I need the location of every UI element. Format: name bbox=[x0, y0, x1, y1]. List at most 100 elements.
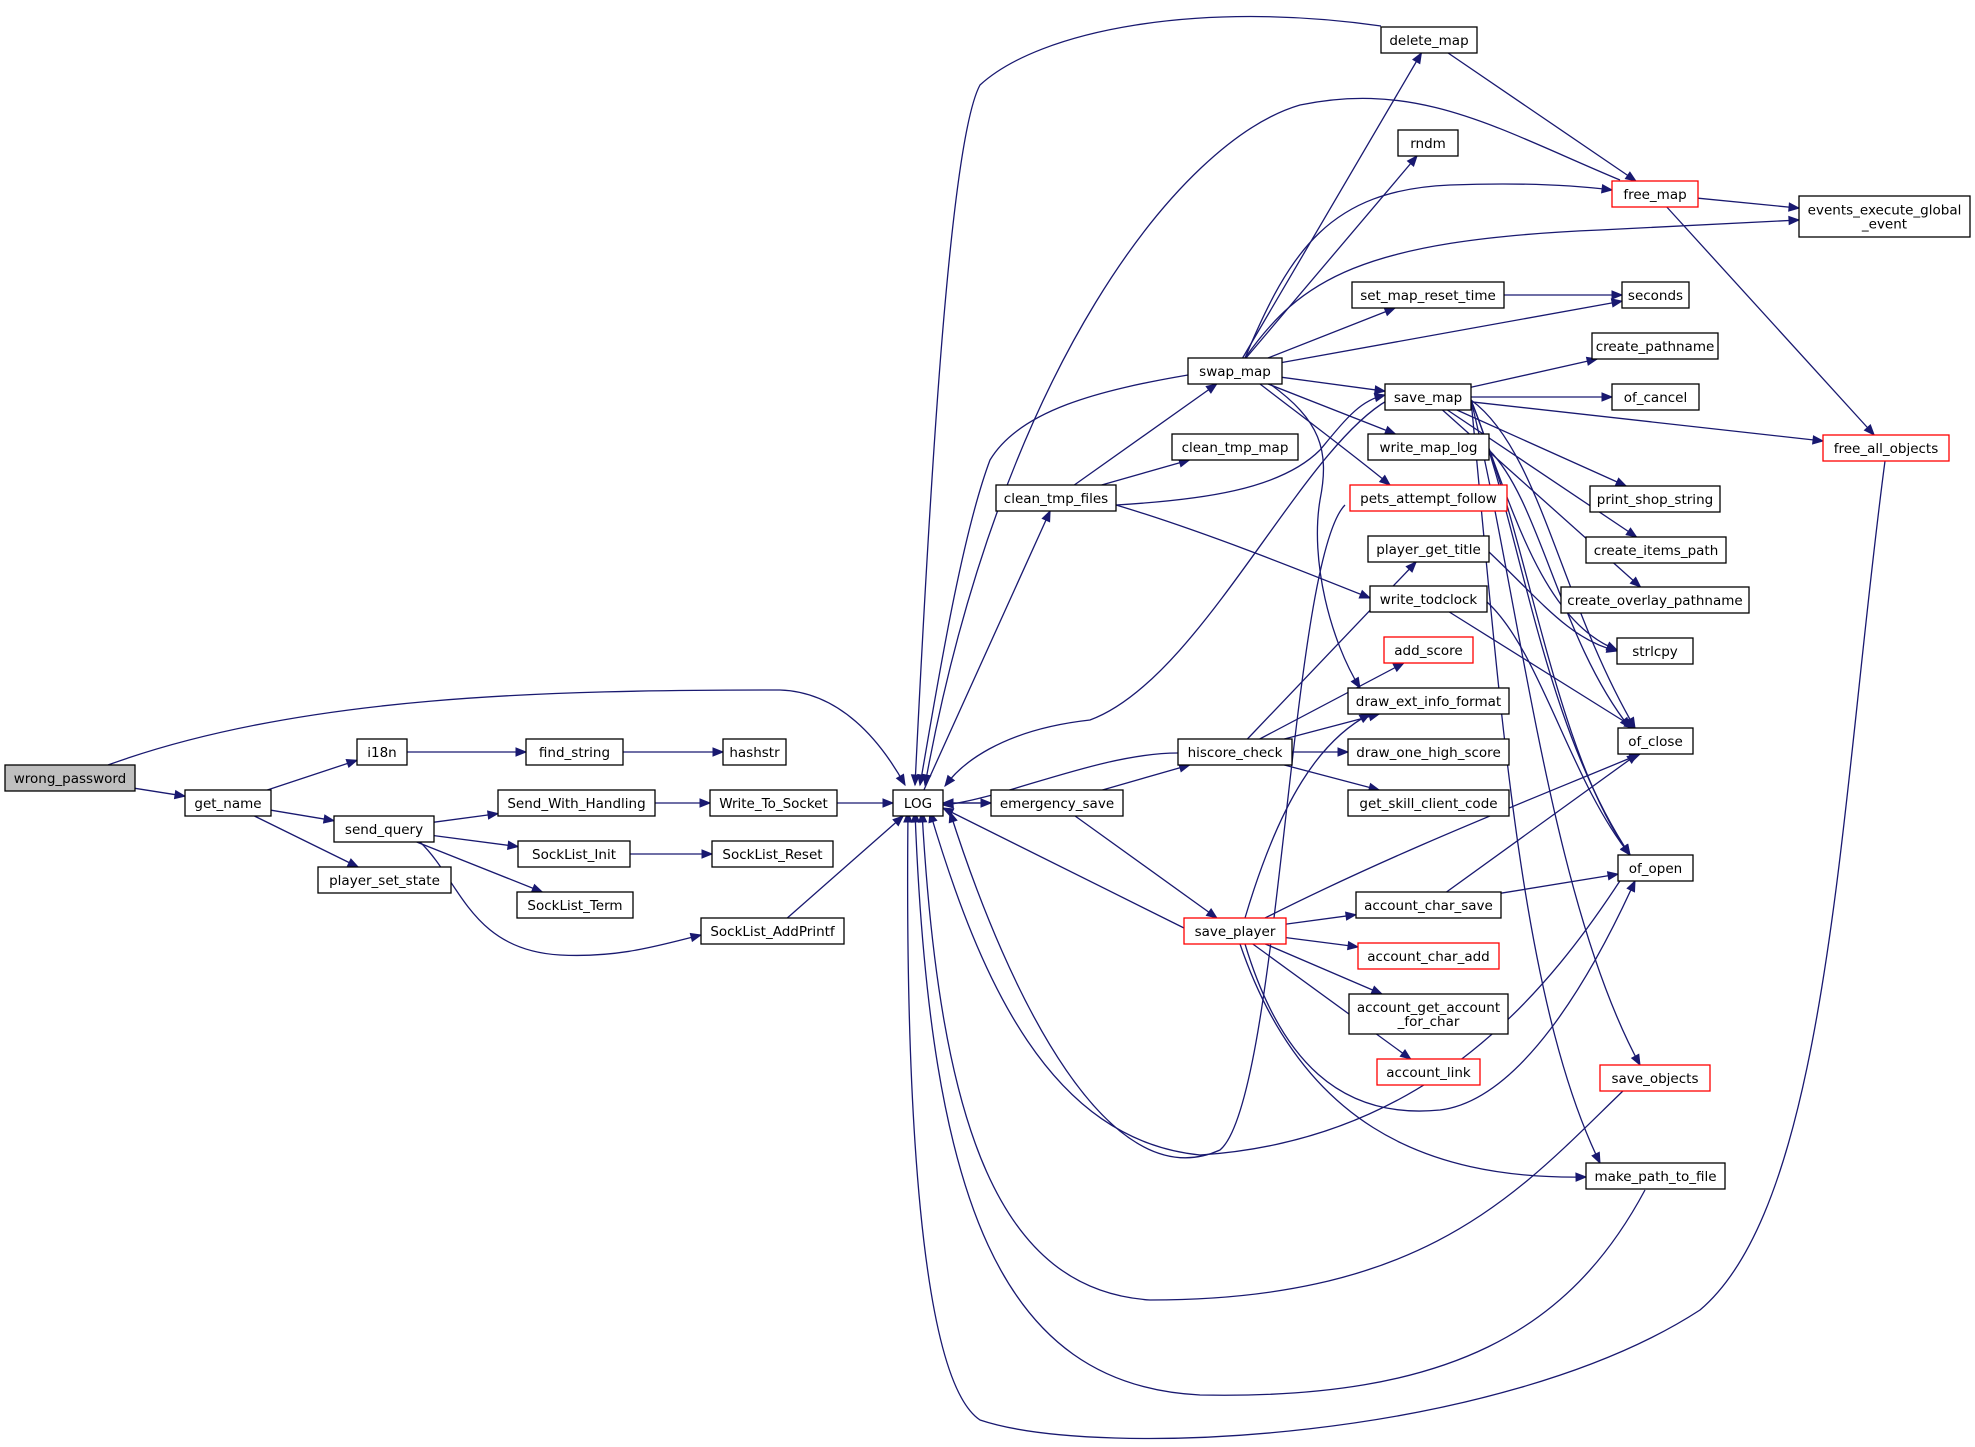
node-delete_map[interactable]: delete_map bbox=[1380, 26, 1478, 54]
edge-save_player-to-account_char_save bbox=[1285, 914, 1357, 925]
node-save_objects[interactable]: save_objects bbox=[1599, 1064, 1711, 1092]
arrowhead-hiscore_check-to-draw_one_high_score bbox=[1337, 747, 1350, 757]
node-box-swap_map bbox=[1187, 357, 1283, 385]
edge-get_name-to-i18n bbox=[267, 759, 358, 791]
node-SockList_AddPrintf[interactable]: SockList_AddPrintf bbox=[700, 917, 845, 945]
node-label-rndm: rndm bbox=[1410, 136, 1446, 152]
node-swap_map[interactable]: swap_map bbox=[1187, 357, 1283, 385]
edge-clean_tmp_files-to-swap_map bbox=[1073, 383, 1218, 486]
node-label-free_map: free_map bbox=[1623, 187, 1686, 203]
node-box-LOG bbox=[892, 789, 944, 817]
node-SockList_Term[interactable]: SockList_Term bbox=[516, 891, 634, 919]
arrowhead-find_string-to-hashstr bbox=[712, 747, 725, 757]
node-label-get_name: get_name bbox=[194, 796, 261, 812]
node-box-set_map_reset_time bbox=[1351, 281, 1505, 309]
edge-save_player-to-of_close bbox=[1264, 753, 1641, 919]
edge-save_player-to-draw_ext_info_format bbox=[1244, 713, 1371, 919]
node-i18n[interactable]: i18n bbox=[356, 738, 408, 766]
edge-write_todclock-to-of_open bbox=[1486, 601, 1631, 856]
node-add_score[interactable]: add_score bbox=[1383, 636, 1474, 664]
edge-make_path_to_file-to-LOG bbox=[914, 811, 1646, 1396]
node-Send_With_Handling[interactable]: Send_With_Handling bbox=[497, 789, 656, 817]
node-label-account_char_add: account_char_add bbox=[1367, 949, 1490, 965]
node-of_cancel[interactable]: of_cancel bbox=[1611, 383, 1700, 411]
node-rndm[interactable]: rndm bbox=[1397, 129, 1459, 157]
edge-save_map-to-free_all_objects bbox=[1470, 401, 1824, 442]
node-box-write_todclock bbox=[1369, 585, 1488, 613]
node-seconds[interactable]: seconds bbox=[1621, 281, 1690, 309]
arrowhead-save_player-to-of_open bbox=[1626, 879, 1636, 893]
node-label-add_score: add_score bbox=[1394, 643, 1462, 659]
node-label-wrong_password: wrong_password bbox=[14, 771, 127, 787]
node-Write_To_Socket[interactable]: Write_To_Socket bbox=[709, 789, 838, 817]
node-label-hashstr: hashstr bbox=[729, 745, 780, 761]
node-find_string[interactable]: find_string bbox=[525, 738, 624, 766]
node-box-clean_tmp_files bbox=[995, 484, 1117, 512]
node-free_map[interactable]: free_map bbox=[1611, 180, 1699, 208]
node-account_char_save[interactable]: account_char_save bbox=[1355, 891, 1502, 919]
node-hashstr[interactable]: hashstr bbox=[722, 738, 787, 766]
node-SockList_Init[interactable]: SockList_Init bbox=[517, 840, 631, 868]
node-account_link[interactable]: account_link bbox=[1376, 1058, 1481, 1086]
arrowhead-delete_map-to-LOG bbox=[910, 774, 921, 787]
node-account_get_account_for_char[interactable]: account_get_account_for_char bbox=[1348, 993, 1509, 1035]
node-make_path_to_file[interactable]: make_path_to_file bbox=[1585, 1162, 1726, 1190]
edge-save_map-to-make_path_to_file bbox=[1470, 399, 1601, 1164]
edge-save_player-to-make_path_to_file bbox=[1239, 943, 1587, 1178]
node-SockList_Reset[interactable]: SockList_Reset bbox=[711, 840, 834, 868]
node-save_player[interactable]: save_player bbox=[1183, 917, 1287, 945]
node-box-draw_ext_info_format bbox=[1347, 687, 1510, 715]
node-strlcpy[interactable]: strlcpy bbox=[1616, 637, 1694, 665]
node-player_set_state[interactable]: player_set_state bbox=[317, 866, 452, 894]
node-get_skill_client_code[interactable]: get_skill_client_code bbox=[1347, 789, 1510, 817]
node-box-i18n bbox=[356, 738, 408, 766]
node-clean_tmp_files[interactable]: clean_tmp_files bbox=[995, 484, 1117, 512]
edge-swap_map-to-draw_ext_info_format bbox=[1269, 383, 1361, 689]
arrowhead-write_todclock-to-of_open bbox=[1619, 843, 1631, 857]
node-get_name[interactable]: get_name bbox=[184, 789, 272, 817]
node-create_pathname[interactable]: create_pathname bbox=[1591, 332, 1719, 360]
node-write_map_log[interactable]: write_map_log bbox=[1367, 433, 1490, 461]
node-pets_attempt_follow[interactable]: pets_attempt_follow bbox=[1349, 484, 1508, 512]
edge-emergency_save-to-hiscore_check bbox=[1102, 764, 1190, 791]
edge-save_player-to-account_get_account_for_char bbox=[1265, 943, 1383, 995]
node-box-emergency_save bbox=[990, 789, 1124, 817]
node-write_todclock[interactable]: write_todclock bbox=[1369, 585, 1488, 613]
arrowhead-save_map-to-create_items_path bbox=[1625, 527, 1638, 538]
node-of_close[interactable]: of_close bbox=[1617, 727, 1694, 755]
arrowhead-save_map-to-print_shop_string bbox=[1614, 477, 1628, 487]
node-box-strlcpy bbox=[1616, 637, 1694, 665]
node-clean_tmp_map[interactable]: clean_tmp_map bbox=[1171, 433, 1299, 461]
node-save_map[interactable]: save_map bbox=[1384, 383, 1472, 411]
arrowhead-swap_map-to-save_map bbox=[1374, 385, 1387, 395]
node-account_char_add[interactable]: account_char_add bbox=[1357, 942, 1500, 970]
edge-write_todclock-to-of_close bbox=[1448, 611, 1636, 729]
edge-account_char_save-to-of_open bbox=[1500, 873, 1619, 894]
node-print_shop_string[interactable]: print_shop_string bbox=[1589, 485, 1721, 513]
node-draw_ext_info_format[interactable]: draw_ext_info_format bbox=[1347, 687, 1510, 715]
arrowhead-SockList_Init-to-SockList_Reset bbox=[701, 849, 714, 859]
node-label-events_execute_global_event-0: events_execute_global bbox=[1808, 203, 1962, 219]
node-emergency_save[interactable]: emergency_save bbox=[990, 789, 1124, 817]
node-LOG[interactable]: LOG bbox=[892, 789, 944, 817]
node-of_open[interactable]: of_open bbox=[1617, 854, 1694, 882]
arrowhead-free_all_objects-to-LOG bbox=[903, 810, 913, 823]
node-create_items_path[interactable]: create_items_path bbox=[1585, 536, 1727, 564]
node-set_map_reset_time[interactable]: set_map_reset_time bbox=[1351, 281, 1505, 309]
edge-clean_tmp_files-to-clean_tmp_map bbox=[1101, 459, 1190, 486]
node-free_all_objects[interactable]: free_all_objects bbox=[1822, 434, 1950, 462]
arrowhead-hiscore_check-to-add_score bbox=[1392, 662, 1405, 673]
node-box-of_close bbox=[1617, 727, 1694, 755]
edge-swap_map-to-events_execute_global_event bbox=[1244, 219, 1800, 359]
node-player_get_title[interactable]: player_get_title bbox=[1367, 535, 1490, 563]
node-create_overlay_pathname[interactable]: create_overlay_pathname bbox=[1560, 586, 1750, 614]
arrowhead-SockList_AddPrintf-to-LOG bbox=[892, 815, 905, 827]
edge-send_query-to-SockList_Init bbox=[433, 834, 519, 848]
node-events_execute_global_event[interactable]: events_execute_global_event bbox=[1798, 195, 1971, 238]
node-box-hashstr bbox=[722, 738, 787, 766]
node-hiscore_check[interactable]: hiscore_check bbox=[1177, 738, 1293, 766]
node-send_query[interactable]: send_query bbox=[333, 815, 435, 843]
edge-write_map_log-to-of_close bbox=[1488, 449, 1631, 729]
node-draw_one_high_score[interactable]: draw_one_high_score bbox=[1347, 738, 1510, 766]
